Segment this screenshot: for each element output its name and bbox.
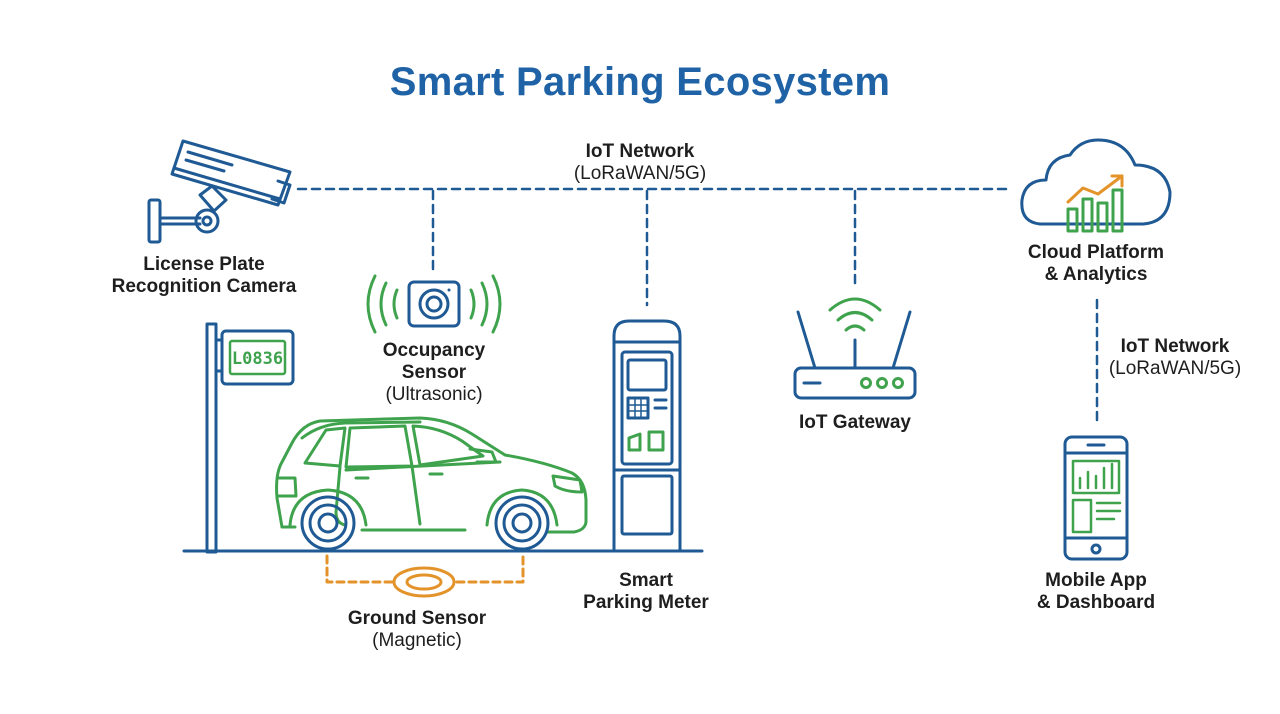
smartphone-icon <box>1063 435 1129 561</box>
cloud-analytics-icon <box>1020 138 1172 233</box>
gateway-label: IoT Gateway <box>799 412 911 433</box>
plate-sign-text: L0836 <box>232 349 283 369</box>
router-icon <box>793 297 917 400</box>
network-right-label: IoT Network (LoRaWAN/5G) <box>1108 336 1242 379</box>
magnetic-sensor-icon <box>325 554 525 598</box>
parking-meter-label: Smart Parking Meter <box>583 570 709 613</box>
ground-sensor-label: Ground Sensor (Magnetic) <box>347 608 487 651</box>
parking-meter-icon <box>612 319 682 553</box>
cctv-camera-icon <box>147 139 292 244</box>
car-icon <box>275 416 588 551</box>
network-lines <box>296 187 1099 427</box>
cloud-label: Cloud Platform & Analytics <box>1027 242 1165 285</box>
network-top-label: IoT Network (LoRaWAN/5G) <box>573 141 707 184</box>
occupancy-sensor-label: Occupancy Sensor (Ultrasonic) <box>382 340 486 405</box>
mobile-label: Mobile App & Dashboard <box>1036 570 1156 613</box>
camera-label: License Plate Recognition Camera <box>111 254 297 297</box>
ultrasonic-sensor-icon <box>366 274 502 334</box>
page-title: Smart Parking Ecosystem <box>389 60 891 104</box>
